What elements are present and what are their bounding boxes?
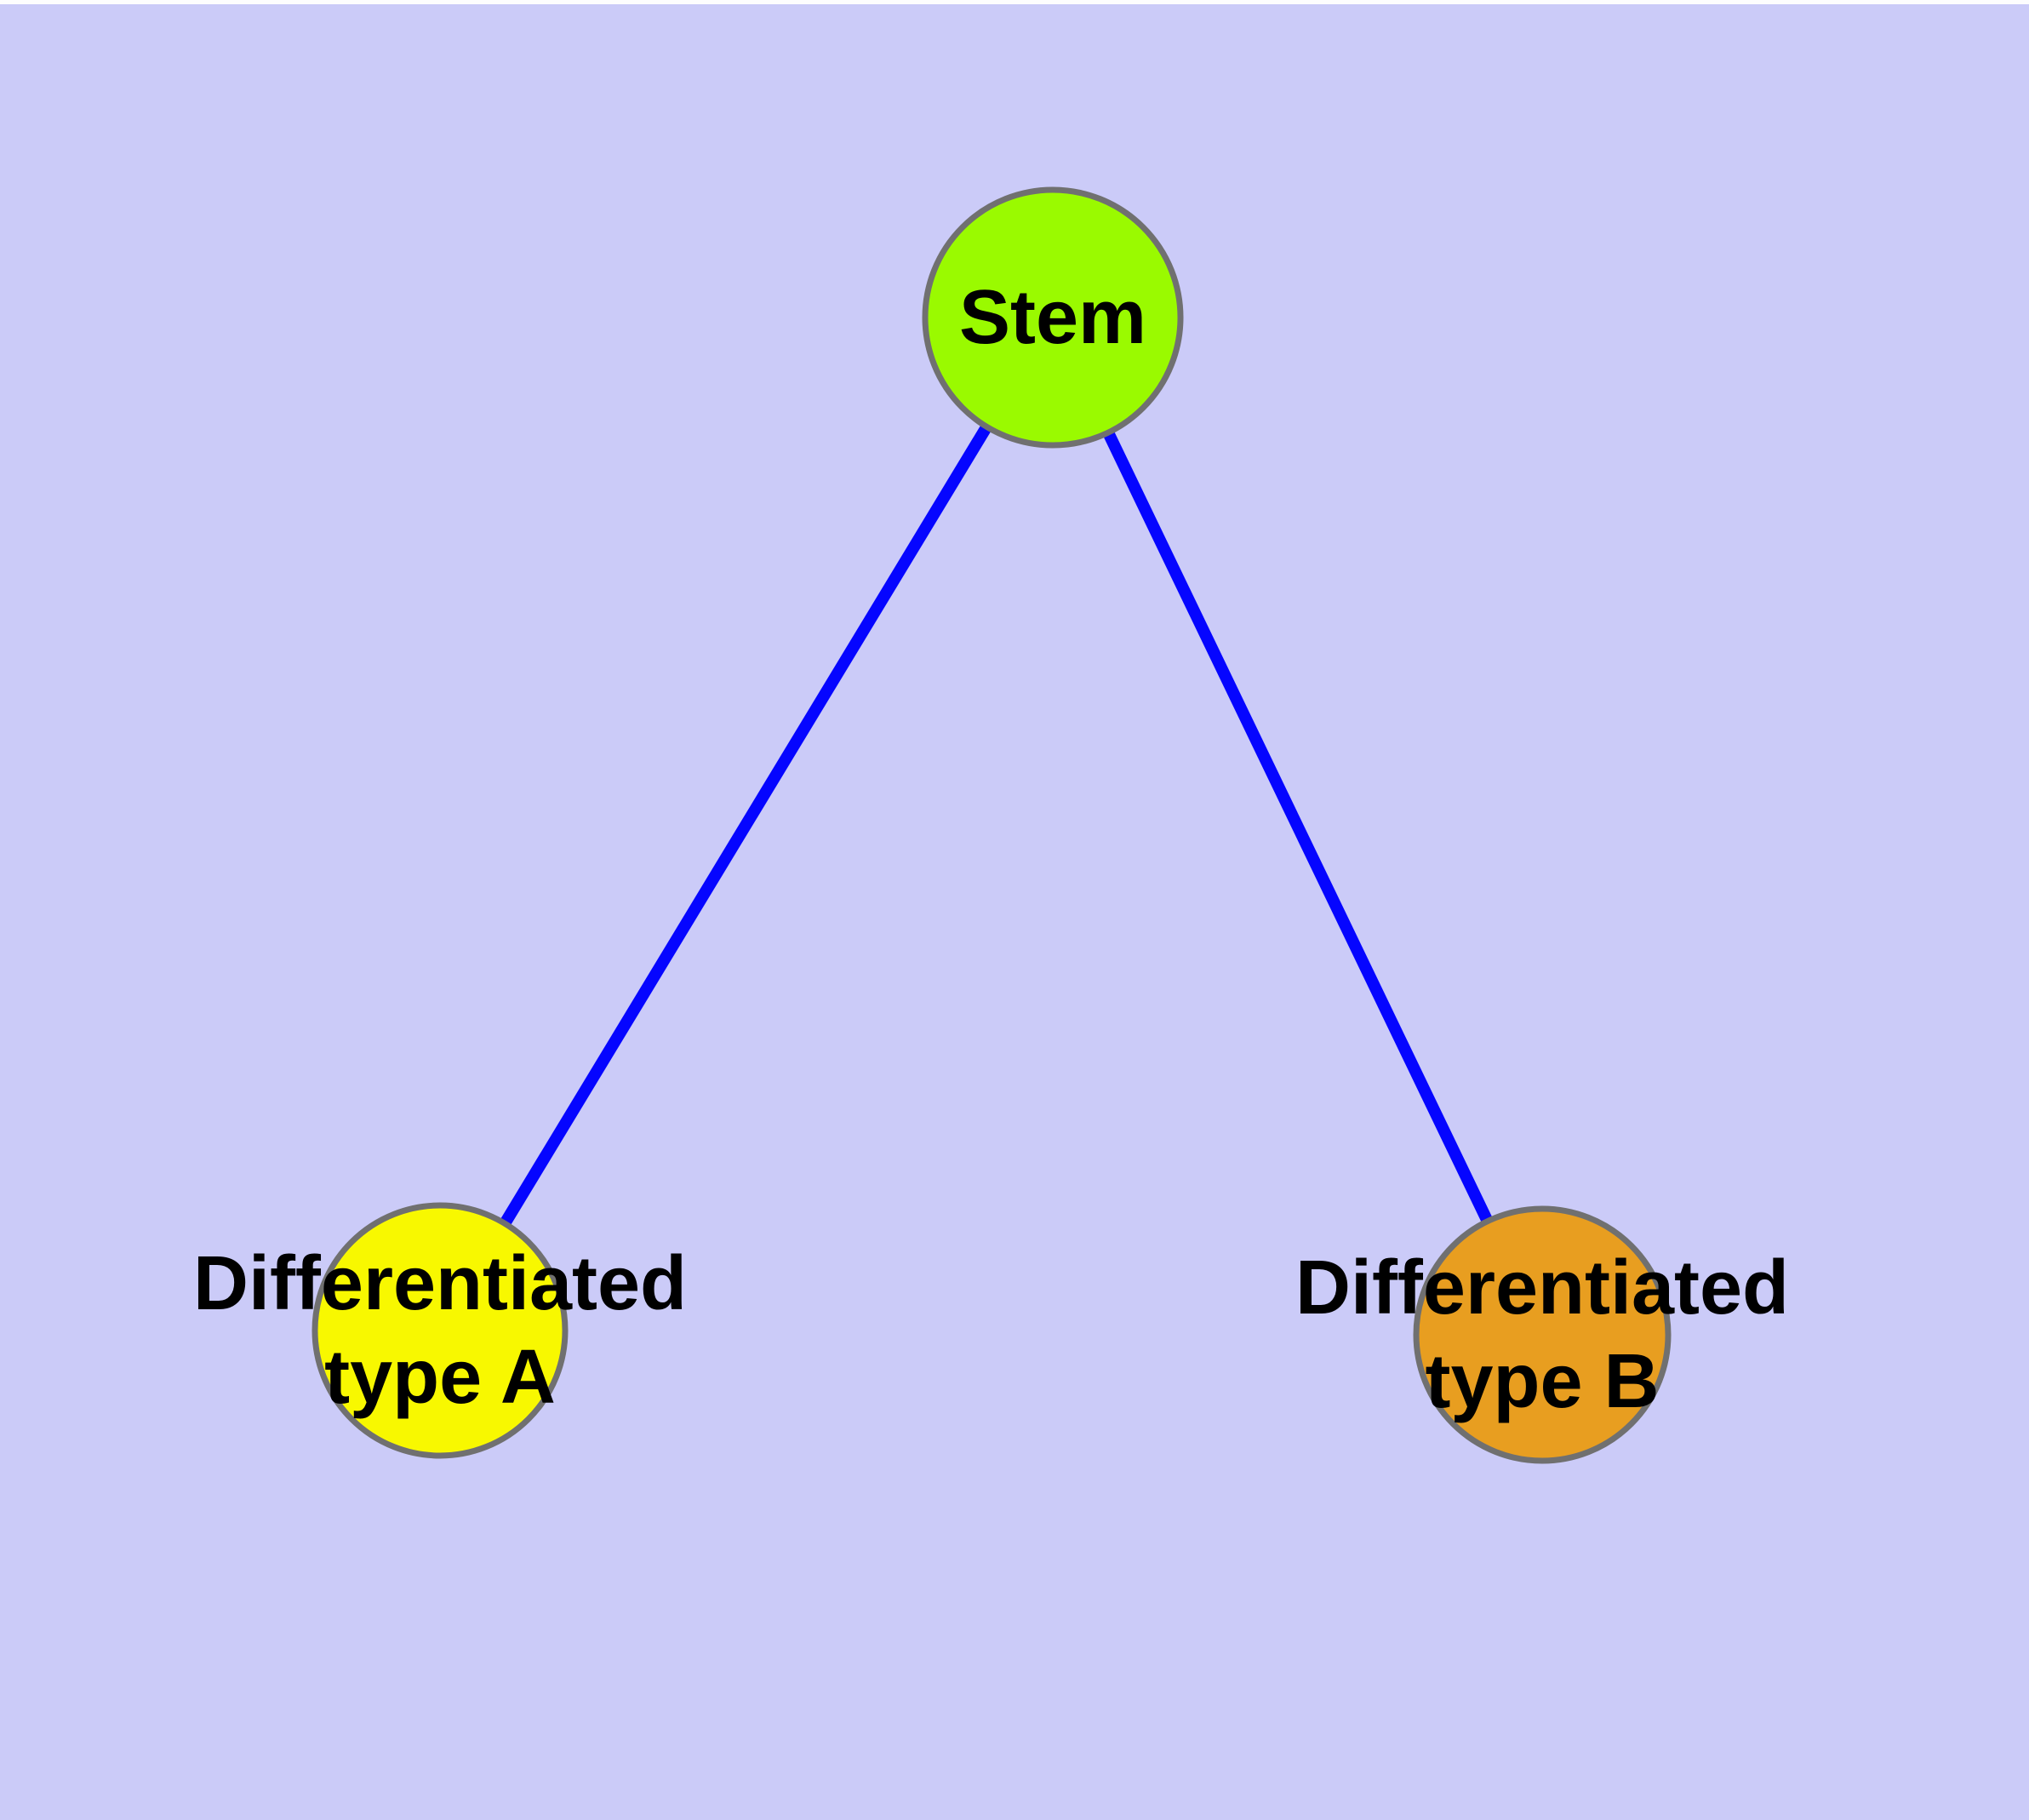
node-type-a-label-line2: type A [324, 1335, 556, 1420]
node-stem-circle [922, 186, 1184, 449]
edge-stem-to-type-a [435, 314, 1058, 1334]
node-type-b-label-line1: Differentiated [1295, 1245, 1789, 1331]
node-type-b-label-line2: type B [1425, 1339, 1659, 1424]
node-stem-label: Stem [959, 275, 1146, 360]
node-type-a-circle [311, 1202, 569, 1459]
node-type-b-circle [1413, 1205, 1672, 1464]
image-top-border [0, 0, 2029, 4]
node-type-a-label-line1: Differentiated [193, 1241, 687, 1326]
edge-stem-to-type-b [1047, 314, 1548, 1338]
